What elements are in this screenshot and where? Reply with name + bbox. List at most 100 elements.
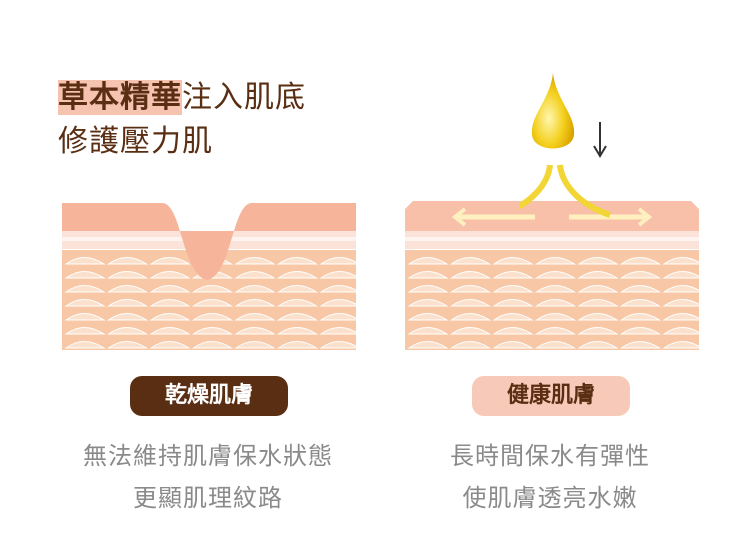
skin-cell <box>492 299 534 307</box>
skin-cell <box>191 327 234 335</box>
skin-cell <box>234 257 276 265</box>
skin-cell <box>149 285 191 293</box>
skin-cell <box>619 299 662 307</box>
skin-cell <box>449 257 492 265</box>
skin-cell <box>619 327 662 335</box>
skin-cell <box>149 313 191 321</box>
skin-cell <box>662 313 699 321</box>
skin-cell <box>191 341 234 349</box>
skin-cell <box>492 341 534 349</box>
skin-cell <box>534 299 577 307</box>
skin-cell <box>234 341 276 349</box>
skin-cell <box>407 341 449 349</box>
skin-cell <box>64 271 106 279</box>
skin-cell <box>149 271 191 279</box>
skin-cell <box>662 257 699 265</box>
healthy-skin-desc-2: 使肌膚透亮水嫩 <box>462 484 638 512</box>
skin-cell <box>319 341 356 349</box>
dry-skin-desc-2: 更顯肌理紋路 <box>133 484 283 512</box>
skin-cell <box>106 285 149 293</box>
skin-cell <box>449 285 492 293</box>
skin-cell <box>276 299 319 307</box>
skin-cell <box>407 271 449 279</box>
skin-cell <box>534 285 577 293</box>
skin-cell <box>662 327 699 335</box>
skin-cell <box>106 299 149 307</box>
skin-cell <box>64 299 106 307</box>
skin-cell <box>492 313 534 321</box>
skin-cell <box>276 257 319 265</box>
skin-cell <box>449 313 492 321</box>
skin-cell <box>149 341 191 349</box>
skin-cell <box>492 257 534 265</box>
skin-cell <box>106 341 149 349</box>
skin-cell <box>662 341 699 349</box>
skin-cell <box>149 327 191 335</box>
skin-cell <box>407 285 449 293</box>
skin-cell <box>191 299 234 307</box>
dry-skin-label: 乾燥肌膚 <box>130 376 288 416</box>
skin-cell <box>662 299 699 307</box>
skin-cell <box>449 327 492 335</box>
dry-skin-illustration <box>62 203 356 350</box>
skin-cell <box>662 285 699 293</box>
skin-cell <box>319 327 356 335</box>
skin-cell <box>449 299 492 307</box>
skin-cell <box>619 285 662 293</box>
skin-cell <box>149 299 191 307</box>
skin-cell <box>191 285 234 293</box>
skin-cell <box>276 313 319 321</box>
skin-cell <box>577 341 619 349</box>
skin-cell <box>64 313 106 321</box>
healthy-skin-label: 健康肌膚 <box>472 376 630 416</box>
skin-cell <box>234 327 276 335</box>
skin-cell <box>276 341 319 349</box>
skin-cell <box>492 271 534 279</box>
skin-cell <box>319 257 356 265</box>
skin-cell <box>234 285 276 293</box>
skin-cell <box>619 271 662 279</box>
headline-highlight: 草本精華 <box>58 80 182 115</box>
skin-cell <box>577 313 619 321</box>
skin-cell <box>492 327 534 335</box>
skin-cell <box>619 341 662 349</box>
skin-cell <box>276 271 319 279</box>
down-arrow-icon <box>593 122 607 158</box>
skin-cell <box>534 313 577 321</box>
headline-line-2: 修護壓力肌 <box>58 124 213 159</box>
skin-cell <box>492 285 534 293</box>
skin-cell <box>577 327 619 335</box>
skin-cell <box>106 327 149 335</box>
skin-cell <box>106 271 149 279</box>
skin-cell <box>64 327 106 335</box>
skin-cell <box>577 285 619 293</box>
skin-cell <box>449 271 492 279</box>
skin-cell <box>534 327 577 335</box>
skin-cell <box>577 271 619 279</box>
skin-cell <box>449 341 492 349</box>
skin-cell <box>106 313 149 321</box>
skin-cell <box>619 313 662 321</box>
skin-cell <box>319 271 356 279</box>
skin-cell <box>534 271 577 279</box>
skin-cell <box>619 257 662 265</box>
skin-cell <box>577 299 619 307</box>
skin-cell <box>234 271 276 279</box>
skin-cell <box>534 341 577 349</box>
skin-cell <box>319 285 356 293</box>
essence-drop-icon <box>520 73 611 218</box>
skin-cell <box>64 257 106 265</box>
skin-cell <box>149 257 191 265</box>
skin-cell <box>276 327 319 335</box>
headline-line-1: 草本精華注入肌底 <box>58 80 306 116</box>
skin-cell <box>407 257 449 265</box>
skin-cell <box>577 257 619 265</box>
skin-cell <box>662 271 699 279</box>
skin-cell <box>234 313 276 321</box>
headline-rest: 注入肌底 <box>182 80 306 115</box>
skin-cell <box>64 285 106 293</box>
healthy-skin-desc-1: 長時間保水有彈性 <box>450 442 650 470</box>
skin-cell <box>319 299 356 307</box>
skin-cell <box>234 299 276 307</box>
skin-cell <box>407 327 449 335</box>
